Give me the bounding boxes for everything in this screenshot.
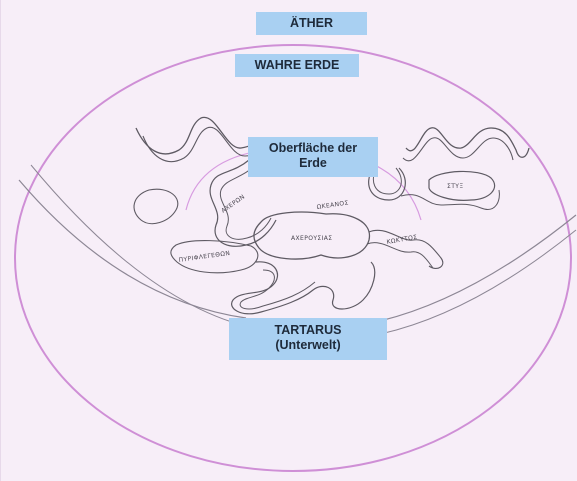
kokytos-label: ΚΩΚΥΤΟΣ bbox=[386, 234, 418, 246]
tartarus-label: TARTARUS (Unterwelt) bbox=[229, 318, 387, 360]
acheron-label: ΑΧΕΡΩΝ bbox=[220, 193, 246, 214]
acherousias-label: ΑΧΕΡΟΥΣΙΑΣ bbox=[291, 235, 332, 242]
left-outer-arc bbox=[31, 165, 263, 330]
aether-label: ÄTHER bbox=[256, 12, 367, 35]
kokytos-river-inner bbox=[367, 243, 433, 268]
right-inner-arc bbox=[376, 215, 576, 322]
earth-surface-label: Oberfläche der Erde bbox=[248, 137, 378, 177]
lower-river bbox=[232, 262, 375, 314]
pyriphlegethon-label: ΠΥΡΙΦΛΕΓΕΘΩΝ bbox=[178, 250, 230, 264]
styx-label: ΣΤΥΞ bbox=[447, 183, 464, 190]
true-earth-label: WAHRE ERDE bbox=[235, 54, 359, 77]
left-lake-blob bbox=[134, 189, 178, 223]
okeanos-label: ΩΚΕΑΝΟΣ bbox=[316, 200, 349, 211]
true-earth-outline bbox=[15, 45, 571, 471]
